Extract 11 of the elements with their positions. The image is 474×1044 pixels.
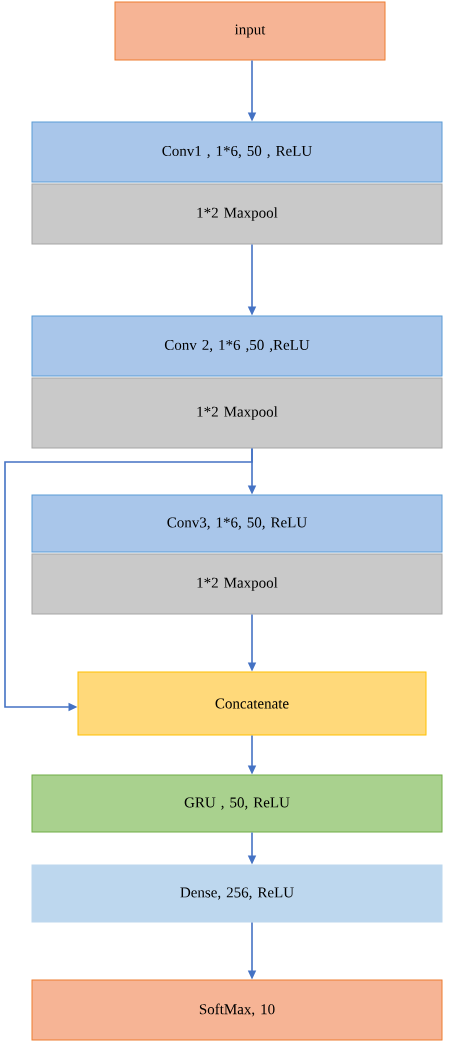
- layer-box: 1*2 Maxpool: [31, 183, 443, 245]
- layer-box: 1*2 Maxpool: [31, 553, 443, 615]
- output-box: SoftMax, 10: [31, 979, 443, 1041]
- layer-box: Concatenate: [77, 671, 427, 736]
- layer-box: Conv3, 1*6, 50, ReLU: [31, 494, 443, 553]
- layer-box: Conv1 , 1*6, 50 , ReLU: [31, 121, 443, 183]
- layer-box: Dense, 256, ReLU: [31, 864, 443, 923]
- layer-box: Conv 2, 1*6 ,50 ,ReLU: [31, 315, 443, 377]
- layer-box: GRU , 50, ReLU: [31, 774, 443, 833]
- layer-box: 1*2 Maxpool: [31, 377, 443, 449]
- input-box: input: [114, 1, 386, 61]
